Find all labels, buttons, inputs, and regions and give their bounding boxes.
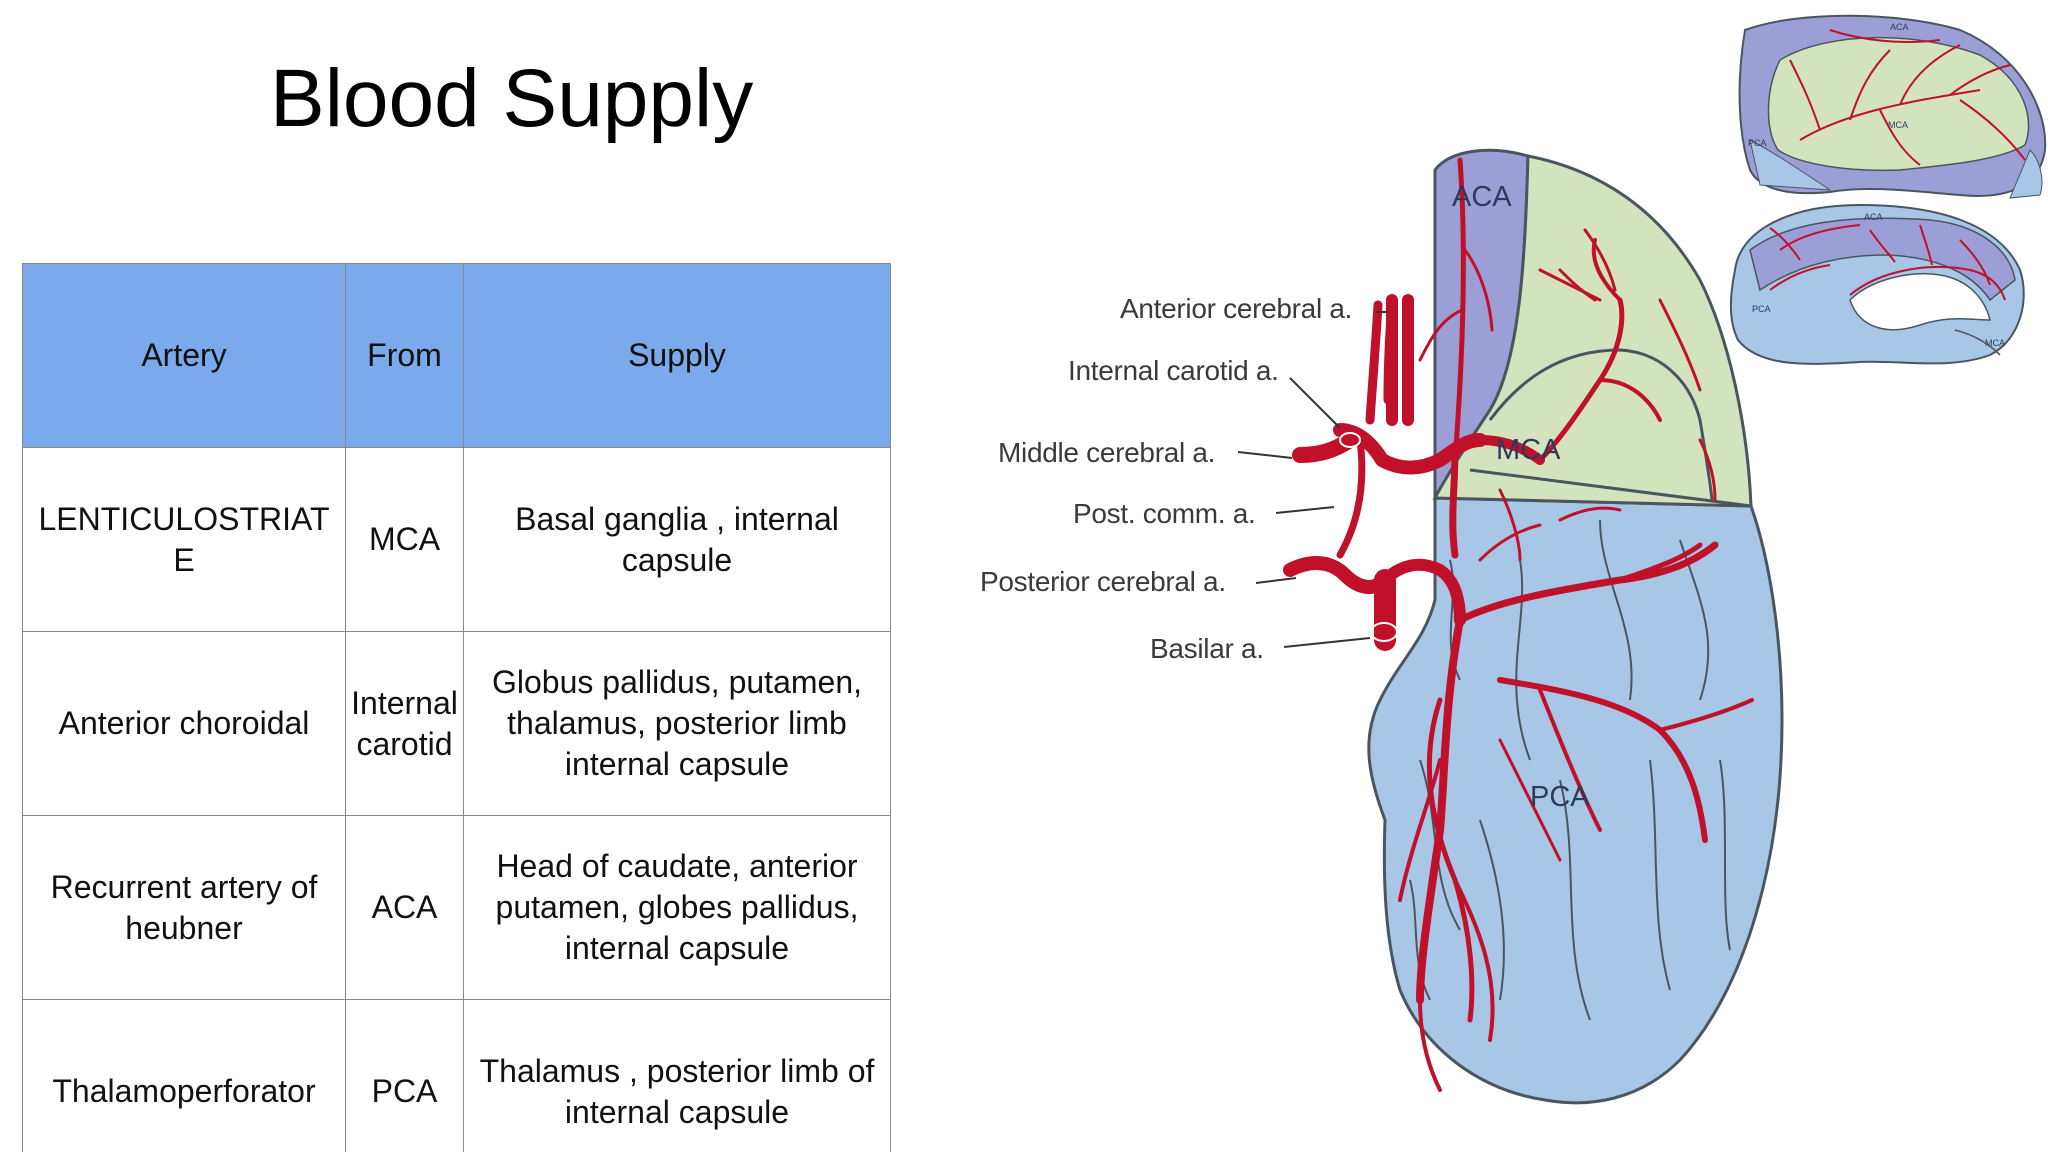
cell-artery: LENTICULOSTRIATE [22, 447, 346, 632]
mini-label-aca-medial: ACA [1864, 212, 1883, 222]
mini-label-mca: MCA [1888, 120, 1908, 130]
label-post-comm: Post. comm. a. [1073, 498, 1256, 529]
mini-label-pca-medial: PCA [1752, 304, 1771, 314]
cell-supply: Globus pallidus, putamen, thalamus, post… [463, 631, 891, 816]
mini-label-pca: PCA [1748, 138, 1767, 148]
mini-label-aca: ACA [1890, 22, 1909, 32]
cell-from: MCA [345, 447, 464, 632]
table-row: Anterior choroidal Internal carotid Glob… [22, 631, 891, 816]
label-posterior-cerebral: Posterior cerebral a. [980, 566, 1226, 597]
table-row: Thalamoperforator PCA Thalamus , posteri… [22, 999, 891, 1152]
region-label-mca: MCA [1496, 434, 1561, 466]
label-basilar: Basilar a. [1150, 633, 1264, 664]
brain-blood-supply-diagram: Anterior cerebral a. Internal carotid a.… [960, 0, 2048, 1152]
brain-inferior-view: Anterior cerebral a. Internal carotid a.… [980, 148, 1784, 1105]
cell-artery: Recurrent artery of heubner [22, 815, 346, 1000]
region-label-pca: PCA [1530, 781, 1590, 813]
cell-from: ACA [345, 815, 464, 1000]
arteries [1283, 157, 1754, 1092]
brain-lateral-view: ACA MCA PCA [1738, 14, 2047, 199]
slide-title: Blood Supply [270, 53, 754, 144]
leader-lines [1237, 311, 1388, 648]
cell-supply: Basal ganglia , internal capsule [463, 447, 891, 632]
label-middle-cerebral: Middle cerebral a. [998, 437, 1215, 468]
table-row: LENTICULOSTRIATE MCA Basal ganglia , int… [22, 447, 891, 632]
label-anterior-cerebral: Anterior cerebral a. [1120, 293, 1352, 324]
cell-supply: Thalamus , posterior limb of internal ca… [463, 999, 891, 1152]
cell-artery: Anterior choroidal [22, 631, 346, 816]
mini-label-mca-medial: MCA [1985, 338, 2005, 348]
cell-supply: Head of caudate, anterior putamen, globe… [463, 815, 891, 1000]
cell-artery: Thalamoperforator [22, 999, 346, 1152]
cell-from: Internal carotid [345, 631, 464, 816]
cell-from: PCA [345, 999, 464, 1152]
header-artery: Artery [22, 263, 346, 448]
label-internal-carotid: Internal carotid a. [1068, 355, 1279, 386]
header-from: From [345, 263, 464, 448]
brain-medial-view: ACA PCA MCA [1729, 203, 2025, 365]
header-supply: Supply [463, 263, 891, 448]
blood-supply-table: Artery From Supply LENTICULOSTRIATE MCA … [22, 263, 891, 1152]
table-header-row: Artery From Supply [22, 263, 891, 448]
region-label-aca: ACA [1452, 181, 1512, 213]
table-row: Recurrent artery of heubner ACA Head of … [22, 815, 891, 1000]
